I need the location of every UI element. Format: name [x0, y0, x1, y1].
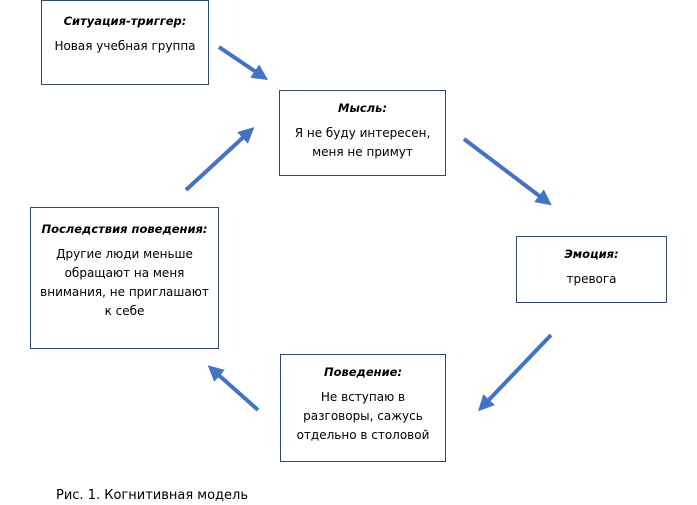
emotion-title: Эмоция:: [564, 247, 619, 261]
arrow-behavior-to-consequence: [207, 365, 260, 412]
thought-box: Мысль: Я не буду интересен, меня не прим…: [279, 90, 446, 176]
trigger-text: Новая учебная группа: [54, 39, 196, 53]
arrow-emotion-to-behavior: [478, 333, 553, 412]
emotion-box: Эмоция: тревога: [516, 236, 667, 303]
figure-caption: Рис. 1. Когнитивная модель: [56, 488, 249, 503]
emotion-text: тревога: [566, 272, 617, 286]
thought-title: Мысль:: [338, 101, 387, 115]
trigger-box: Ситуация-триггер: Новая учебная группа: [41, 0, 209, 85]
trigger-title: Ситуация-триггер:: [63, 14, 187, 28]
behavior-text: Не вступаю в разговоры, сажусь отдельно …: [296, 390, 430, 442]
consequence-box: Последствия поведения: Другие люди меньш…: [30, 207, 219, 349]
arrow-thought-to-emotion: [462, 137, 552, 206]
arrow-trigger-to-thought: [217, 45, 268, 81]
arrow-consequence-to-thought: [184, 127, 255, 192]
behavior-title: Поведение:: [323, 365, 403, 379]
thought-text: Я не буду интересен, меня не примут: [294, 126, 431, 159]
behavior-box: Поведение: Не вступаю в разговоры, сажус…: [280, 354, 446, 462]
consequence-text: Другие люди меньше обращают на меня вним…: [40, 247, 209, 318]
consequence-title: Последствия поведения:: [41, 222, 208, 236]
